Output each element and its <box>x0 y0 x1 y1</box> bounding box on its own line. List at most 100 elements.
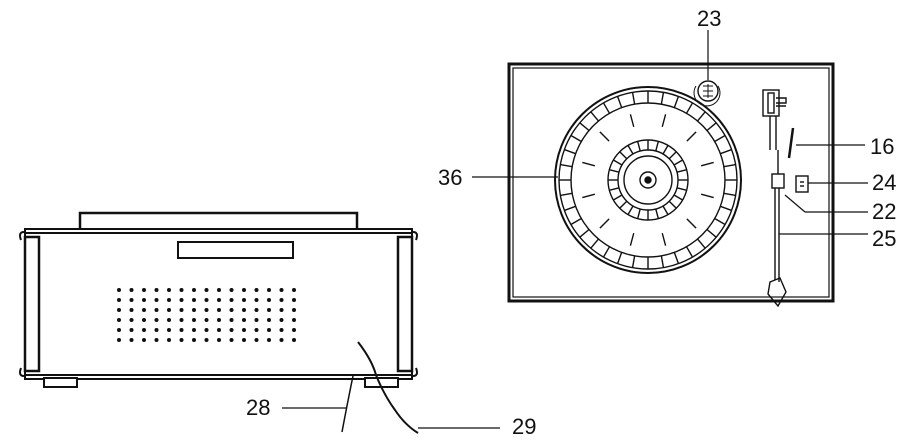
top-view <box>507 62 835 308</box>
grille-hole <box>254 298 259 302</box>
grille-hole <box>217 338 221 342</box>
platter <box>554 86 742 274</box>
grille-hole <box>242 338 246 342</box>
platter-tick <box>629 114 635 128</box>
grille-hole <box>129 328 134 332</box>
platter-tick <box>673 159 683 166</box>
grille-hole <box>279 318 284 322</box>
grille-hole <box>167 288 171 292</box>
right-side-panel <box>396 231 418 377</box>
grille-hole <box>267 328 271 332</box>
grille-hole <box>254 318 259 322</box>
grille-hole <box>279 298 284 302</box>
grille-hole <box>242 318 246 322</box>
grille-hole <box>229 298 234 302</box>
grille-hole <box>242 328 246 332</box>
grille-hole <box>129 288 134 292</box>
grille-hole <box>179 318 184 322</box>
grille-hole <box>254 288 259 292</box>
grille-hole <box>279 288 284 292</box>
platter-tick <box>685 102 694 114</box>
platter-tick <box>660 92 665 105</box>
platter-tick <box>631 92 636 105</box>
grille-hole <box>204 298 209 302</box>
aux-cable <box>341 375 354 433</box>
grille-hole <box>204 308 209 312</box>
grille-hole <box>142 328 146 332</box>
grille-hole <box>179 338 184 342</box>
platter-tick <box>616 252 623 264</box>
platter-tick <box>661 232 667 246</box>
platter-tick <box>696 111 706 122</box>
grille-hole <box>117 308 121 312</box>
grille-hole <box>229 318 234 322</box>
callout-29: 29 <box>512 414 536 439</box>
grille-hole <box>292 328 296 332</box>
grille-hole <box>267 288 271 292</box>
grille-hole <box>242 308 246 312</box>
adapter-knob <box>693 80 721 107</box>
grille-hole <box>217 308 221 312</box>
grille-hole <box>142 288 146 292</box>
platter-tick <box>602 246 611 258</box>
platter-tick <box>616 96 623 108</box>
grille-hole <box>154 328 159 332</box>
platter-tick <box>673 194 683 201</box>
platter-tick <box>714 217 726 226</box>
platter-tick <box>636 141 641 152</box>
platter-tick <box>609 187 620 192</box>
grille-hole <box>167 308 171 312</box>
grille-hole <box>192 328 196 332</box>
grille-hole <box>167 298 171 302</box>
platter-tick <box>582 193 596 199</box>
platter-tick <box>613 194 623 201</box>
grille-hole <box>142 298 146 302</box>
platter-tick <box>676 168 687 173</box>
platter-tick <box>570 134 582 143</box>
platter-tick <box>619 151 628 160</box>
grille-hole <box>179 298 184 302</box>
grille-hole <box>117 298 121 302</box>
grille-hole <box>192 338 196 342</box>
left-side-panel <box>19 231 41 377</box>
platter-tick <box>700 193 714 199</box>
platter-tick <box>631 255 636 268</box>
platter-tick <box>655 141 660 152</box>
platter-tick <box>723 163 736 168</box>
platter-tick <box>636 208 641 219</box>
platter-tick <box>627 145 634 155</box>
platter-tick <box>599 218 610 229</box>
grille-hole <box>279 308 284 312</box>
grille-hole <box>217 288 221 292</box>
platter-tick <box>662 145 669 155</box>
grille-hole <box>242 288 246 292</box>
grille-hole <box>154 288 159 292</box>
speaker-grille <box>117 288 296 342</box>
platter-tick <box>714 134 726 143</box>
grille-hole <box>292 338 296 342</box>
grille-hole <box>179 288 184 292</box>
power-cable <box>357 341 419 434</box>
grille-hole <box>154 318 159 322</box>
grille-hole <box>179 308 184 312</box>
platter-tick <box>570 217 582 226</box>
grille-hole <box>129 338 134 342</box>
grille-hole <box>217 328 221 332</box>
platter-tick <box>629 232 635 246</box>
platter-tick <box>673 252 680 264</box>
grille-hole <box>117 288 121 292</box>
grille-hole <box>292 318 296 322</box>
grille-hole <box>267 308 271 312</box>
platter-tick <box>590 111 600 122</box>
platter-tick <box>706 228 717 238</box>
grille-hole <box>229 328 234 332</box>
tonearm <box>762 89 795 308</box>
callout-24: 24 <box>872 170 896 195</box>
grille-hole <box>192 308 196 312</box>
platter-tick <box>602 102 611 114</box>
grille-hole <box>154 338 159 342</box>
platter-tick <box>696 238 706 249</box>
grille-hole <box>167 338 171 342</box>
platter-tick <box>560 192 573 197</box>
